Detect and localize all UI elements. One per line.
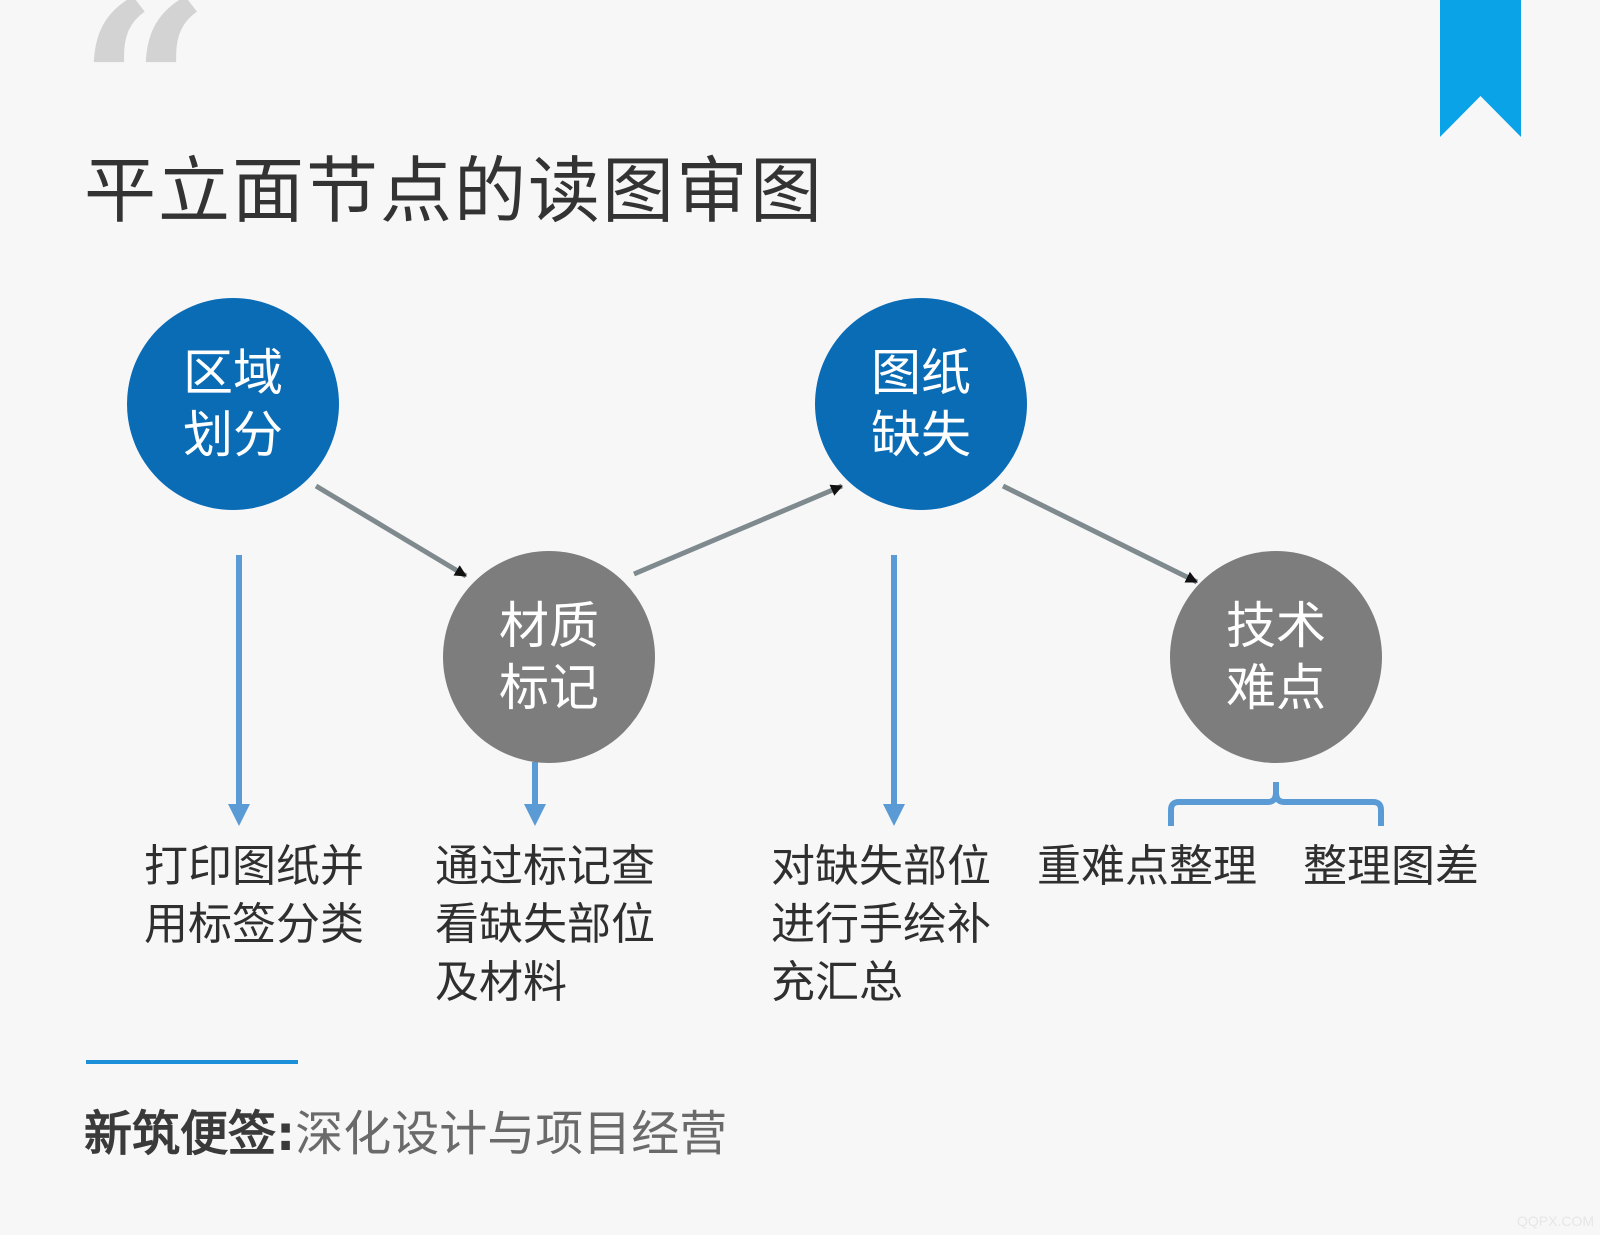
desc-missing-line-2: 进行手绘补: [771, 899, 991, 950]
desc-tech-right: 整理图差: [1303, 838, 1479, 896]
node-region: 区域 划分: [127, 298, 339, 510]
footer-subtitle: 深化设计与项目经营: [295, 1106, 728, 1162]
desc-tech-right-line-1: 整理图差: [1303, 841, 1479, 892]
node-material: 材质 标记: [443, 551, 655, 763]
desc-tech-left-line-1: 重难点整理: [1037, 841, 1257, 892]
bookmark-icon: [1440, 0, 1521, 137]
desc-region: 打印图纸并 用标签分类: [144, 838, 364, 954]
connector-region-material: [314, 483, 468, 579]
watermark: QQPX.COM: [1516, 1213, 1594, 1229]
desc-material-line-2: 看缺失部位: [435, 899, 655, 950]
down-arrowhead-material: [524, 804, 546, 826]
node-missing-line-2: 缺失: [871, 406, 971, 464]
desc-region-line-2: 用标签分类: [144, 899, 364, 950]
footer-brand: 新筑便签:: [84, 1106, 296, 1162]
node-material-line-2: 标记: [499, 659, 599, 717]
node-material-line-1: 材质: [499, 597, 599, 655]
down-arrowhead-region: [228, 804, 250, 826]
footer-divider: [86, 1060, 298, 1064]
connector-material-missing: [633, 483, 843, 577]
node-tech-line-1: 技术: [1226, 597, 1326, 655]
node-tech-line-2: 难点: [1226, 659, 1326, 717]
desc-missing-line-1: 对缺失部位: [771, 841, 991, 892]
down-arrowhead-missing: [883, 804, 905, 826]
desc-material-line-1: 通过标记查: [435, 841, 655, 892]
node-tech: 技术 难点: [1170, 551, 1382, 763]
footer: 新筑便签:深化设计与项目经营: [84, 1104, 727, 1164]
connector-missing-tech: [1001, 483, 1199, 585]
tech-bracket: [1168, 782, 1384, 826]
desc-tech-left: 重难点整理: [1037, 838, 1257, 896]
node-missing-line-1: 图纸: [871, 344, 971, 402]
desc-region-line-1: 打印图纸并: [144, 841, 364, 892]
quote-mark-icon: “: [78, 0, 211, 222]
node-missing: 图纸 缺失: [815, 298, 1027, 510]
node-region-line-1: 区域: [183, 344, 283, 402]
node-region-line-2: 划分: [183, 406, 283, 464]
desc-missing-line-3: 充汇总: [771, 957, 903, 1008]
desc-material-line-3: 及材料: [435, 957, 567, 1008]
page-title: 平立面节点的读图审图: [84, 149, 825, 233]
desc-material: 通过标记查 看缺失部位 及材料: [435, 838, 655, 1012]
desc-missing: 对缺失部位 进行手绘补 充汇总: [771, 838, 991, 1012]
